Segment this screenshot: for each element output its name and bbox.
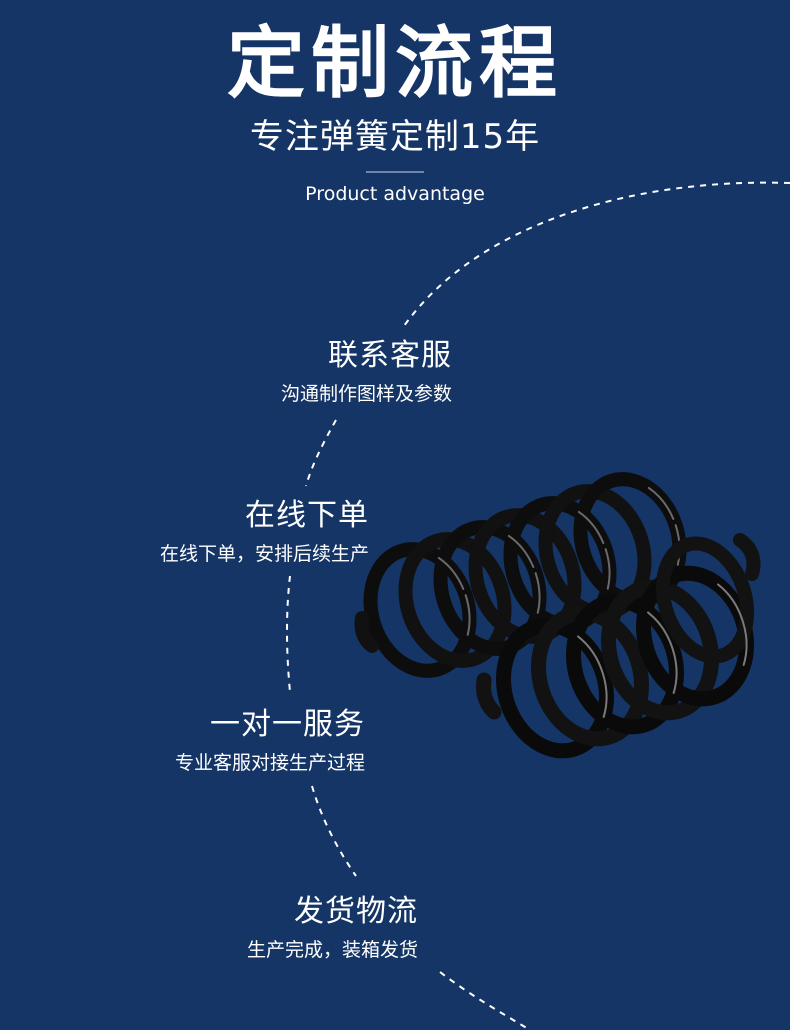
title-divider xyxy=(366,171,424,173)
dashed-arc-segment-3 xyxy=(311,785,357,877)
dashed-arc-segment-1 xyxy=(305,419,337,487)
step-description: 沟通制作图样及参数 xyxy=(280,383,452,405)
step-description: 在线下单，安排后续生产 xyxy=(159,543,369,565)
dashed-arc-top xyxy=(403,181,790,327)
step-title: 发货物流 xyxy=(294,894,418,929)
step-one-on-one-service: 一对一服务 专业客服对接生产过程 xyxy=(175,705,365,777)
step-title: 一对一服务 xyxy=(210,707,365,742)
dashed-arc-bottom xyxy=(439,971,531,1030)
page-subtitle: 专注弹簧定制15年 xyxy=(249,117,541,157)
step-description: 专业客服对接生产过程 xyxy=(174,752,365,774)
dashed-arc-segment-2 xyxy=(286,575,291,693)
step-order-online: 在线下单 在线下单，安排后续生产 xyxy=(160,496,369,568)
step-shipping-logistics: 发货物流 生产完成，装箱发货 xyxy=(247,892,418,964)
step-title: 联系客服 xyxy=(328,338,452,373)
step-contact-service: 联系客服 沟通制作图样及参数 xyxy=(281,336,452,408)
step-title: 在线下单 xyxy=(245,498,369,533)
page-title: 定制流程 xyxy=(226,19,563,109)
english-subtitle: Product advantage xyxy=(305,183,485,205)
spring-image-front xyxy=(476,533,761,759)
step-description: 生产完成，装箱发货 xyxy=(246,939,418,961)
